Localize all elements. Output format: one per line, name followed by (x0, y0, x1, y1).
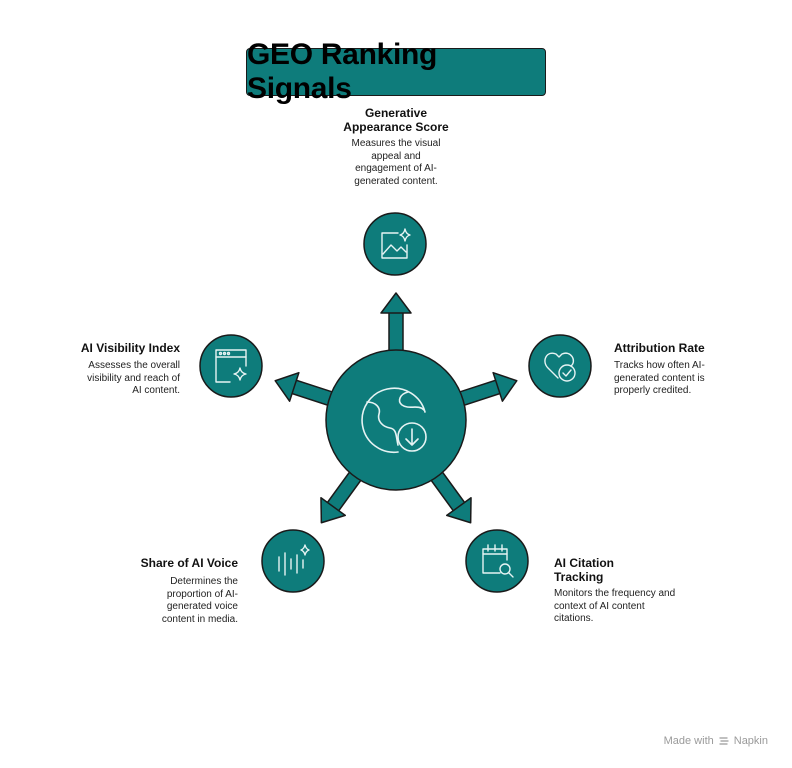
visibility-index-description: Assesses the overall visibility and reac… (87, 360, 180, 396)
title-banner: GEO Ranking Signals (246, 38, 546, 105)
arrow-attribution (457, 371, 518, 407)
node-share-of-voice (261, 529, 325, 593)
node-attribution-rate (528, 334, 592, 398)
attribution-rate-heading: Attribution Rate (614, 341, 705, 355)
citation-tracking-description: Monitors the frequency and context of AI… (554, 588, 676, 624)
image-sparkle-icon (381, 228, 411, 259)
heart-check-icon (544, 352, 576, 382)
node-visibility-index (199, 334, 263, 398)
share-of-voice-description: Determines the proportion of AI-generate… (161, 576, 238, 625)
node-citation-tracking (465, 529, 529, 593)
napkin-logo-icon (719, 737, 729, 745)
center-hub (325, 349, 467, 491)
visibility-index-heading: AI Visibility Index (80, 341, 180, 355)
share-of-voice-heading: Share of AI Voice (140, 556, 238, 570)
napkin-watermark[interactable]: Made with Napkin (664, 735, 768, 747)
attribution-rate-description: Tracks how often AI-generated content is… (614, 360, 705, 396)
arrow-visibility (274, 371, 335, 407)
calendar-search-icon (482, 544, 514, 578)
watermark-brand: Napkin (733, 735, 768, 747)
citation-tracking-heading: AI Citation Tracking (554, 556, 614, 584)
diagram-title: GEO Ranking Signals (247, 38, 438, 105)
soundwave-sparkle-icon (278, 544, 310, 576)
generative-appearance-description: Measures the visual appeal and engagemen… (351, 138, 441, 187)
browser-sparkle-icon (215, 349, 247, 383)
arrow-top (380, 292, 412, 353)
generative-appearance-heading: Generative Appearance Score (343, 106, 449, 134)
watermark-prefix: Made with (663, 735, 714, 747)
node-generative-appearance (363, 212, 427, 276)
globe-download-icon (361, 387, 427, 454)
